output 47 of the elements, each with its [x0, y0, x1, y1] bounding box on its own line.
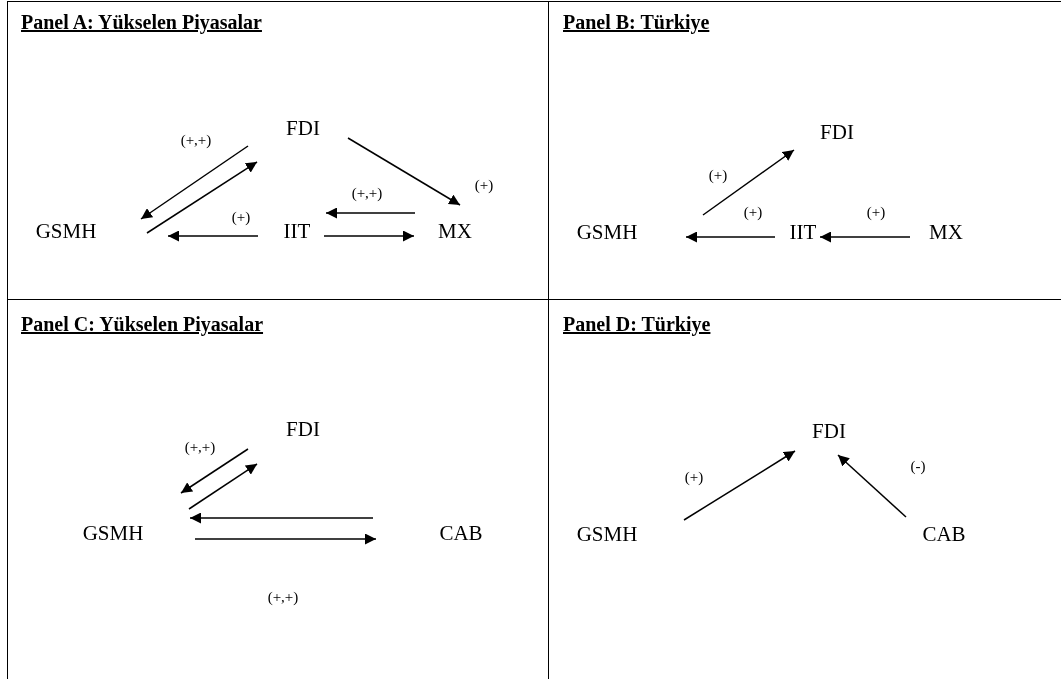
edge-label: (+): [743, 203, 763, 221]
edge-label: (+): [708, 166, 728, 184]
panel-cell: [7, 300, 549, 679]
variable-label: CAB: [922, 523, 966, 547]
variable-label: GSMH: [576, 523, 638, 547]
variable-label: GSMH: [82, 522, 144, 546]
panel-heading: Panel D: Türkiye: [563, 313, 711, 336]
variable-label: GSMH: [35, 220, 97, 244]
arrow: [819, 231, 911, 243]
variable-label: IIT: [283, 220, 311, 244]
variable-label: IIT: [789, 221, 817, 245]
arrow: [323, 230, 415, 242]
edge-label: (+,+): [180, 131, 212, 149]
variable-label: CAB: [439, 522, 483, 546]
variable-label: MX: [438, 220, 472, 244]
edge-label: (-): [910, 457, 926, 475]
arrow: [167, 230, 259, 242]
variable-label: FDI: [286, 117, 320, 141]
variable-label: MX: [929, 221, 963, 245]
arrow: [837, 454, 907, 518]
arrow: [683, 450, 796, 521]
edge-label: (+): [231, 208, 251, 226]
arrow: [685, 231, 776, 243]
arrow: [189, 512, 374, 524]
arrow: [140, 145, 249, 220]
panel-heading: Panel C: Yükselen Piyasalar: [21, 313, 264, 336]
arrow: [702, 149, 795, 216]
variable-label: GSMH: [576, 221, 638, 245]
edge-label: (+,+): [267, 588, 299, 606]
arrow: [188, 463, 258, 510]
edge-label: (+,+): [184, 438, 216, 456]
variable-label: FDI: [286, 418, 320, 442]
arrow: [325, 207, 416, 219]
edge-label: (+,+): [351, 184, 383, 202]
edge-label: (+): [684, 468, 704, 486]
edge-label: (+): [474, 176, 494, 194]
panel-cell: [7, 1, 549, 300]
panel-heading: Panel B: Türkiye: [563, 11, 710, 34]
panel-heading: Panel A: Yükselen Piyasalar: [21, 11, 262, 34]
panel-cell: [549, 1, 1061, 300]
variable-label: FDI: [820, 121, 854, 145]
arrow: [180, 448, 249, 494]
variable-label: FDI: [812, 420, 846, 444]
arrow: [347, 137, 461, 206]
arrow: [146, 161, 258, 234]
edge-label: (+): [866, 203, 886, 221]
arrow: [194, 533, 377, 545]
